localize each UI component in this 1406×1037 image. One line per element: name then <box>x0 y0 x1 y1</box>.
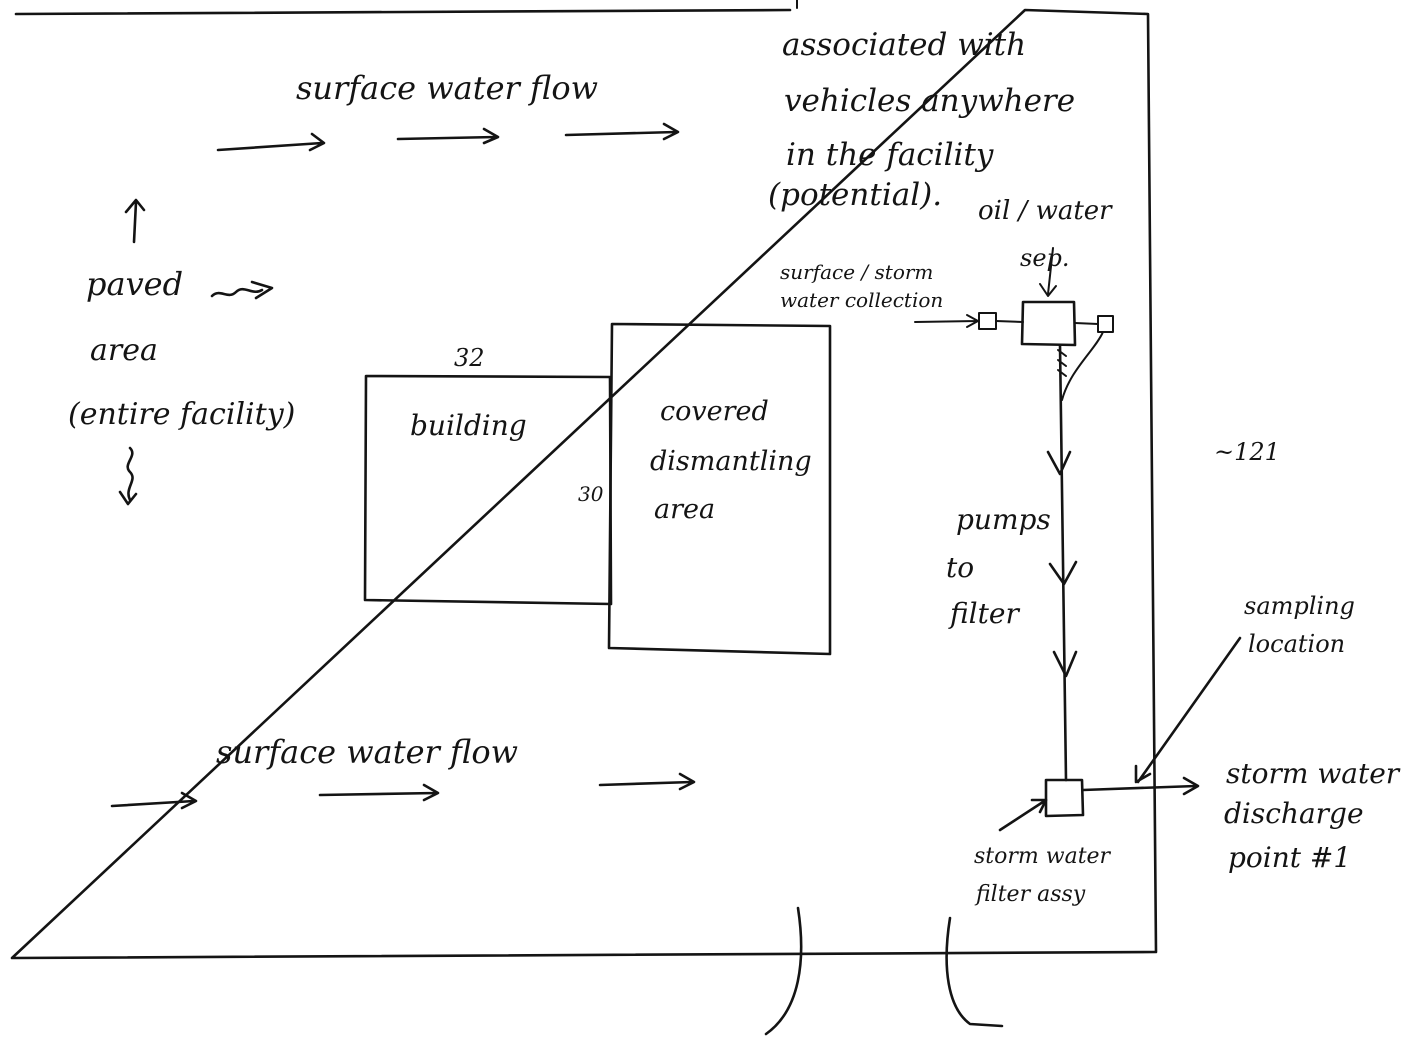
separator-label: sep. <box>1020 244 1070 272</box>
dimension-32: 32 <box>454 344 485 372</box>
associated-label-line-4: (potential). <box>768 177 943 213</box>
oil-water-pointer <box>1039 247 1057 297</box>
flow-arrow-top-2 <box>396 127 500 145</box>
collection-label-line-2: water collection <box>780 288 944 312</box>
dismantling-area-label: area <box>654 494 716 525</box>
oil-water-separator <box>1020 300 1077 347</box>
filter-label: filter <box>950 597 1019 630</box>
filter-assembly-label-line-1: storm water <box>974 844 1111 869</box>
return-pipe <box>1061 331 1104 401</box>
dismantling-label: dismantling <box>650 446 812 477</box>
paved-down-arrow <box>118 446 138 506</box>
inlet-box <box>978 312 997 330</box>
pumps-label: pumps <box>956 503 1051 536</box>
sampling-label: sampling <box>1244 592 1355 620</box>
discharge-label-line-2: discharge <box>1224 797 1364 830</box>
road-curve-right <box>945 916 1004 1028</box>
dimension-30: 30 <box>578 482 604 506</box>
paved-right-squiggle <box>210 280 274 300</box>
flow-arrow-bottom-1 <box>110 791 198 810</box>
flow-arrow-top-3 <box>564 122 680 141</box>
flow-arrow-top-1 <box>216 132 326 152</box>
associated-label-line-3: in the facility <box>786 137 994 173</box>
building-label: building <box>410 409 527 442</box>
flow-arrow-bottom-2 <box>318 783 440 802</box>
paved-label: paved <box>86 265 184 303</box>
paved-up-arrow <box>124 198 146 244</box>
pump-arrow-2 <box>1048 560 1078 586</box>
location-label: location <box>1248 630 1346 658</box>
entire-facility-label: (entire facility) <box>68 397 296 432</box>
discharge-arrow <box>1081 776 1200 796</box>
flow-arrow-bottom-3 <box>598 772 696 791</box>
pump-line <box>1058 343 1068 782</box>
area-label: area <box>90 333 158 368</box>
collection-arrow <box>914 314 979 328</box>
oil-water-label: oil / water <box>978 196 1112 226</box>
sampling-pointer <box>1134 636 1242 784</box>
to-label: to <box>946 551 975 584</box>
filter-assembly-label-line-2: filter assy <box>976 882 1086 907</box>
covered-area-outline <box>607 322 832 656</box>
pump-arrow-1 <box>1046 450 1072 476</box>
separator-pipe <box>995 320 1099 325</box>
filter-pointer <box>998 798 1048 832</box>
surface-water-flow-bottom-label: surface water flow <box>216 733 519 771</box>
filter-box <box>1044 778 1085 818</box>
facility-boundary <box>10 8 1158 960</box>
road-curve-left <box>764 906 803 1036</box>
covered-label: covered <box>660 396 769 427</box>
pump-arrow-3 <box>1052 650 1078 678</box>
associated-label-line-1: associated with <box>782 27 1027 63</box>
discharge-label-line-1: storm water <box>1226 757 1400 790</box>
collection-label-line-1: surface / storm <box>780 260 934 284</box>
discharge-label-line-3: point #1 <box>1228 841 1352 874</box>
dimension-121: ~121 <box>1214 438 1280 466</box>
associated-label-line-2: vehicles anywhere <box>784 83 1076 119</box>
outlet-box <box>1097 315 1114 333</box>
surface-water-flow-top-label: surface water flow <box>296 69 599 107</box>
